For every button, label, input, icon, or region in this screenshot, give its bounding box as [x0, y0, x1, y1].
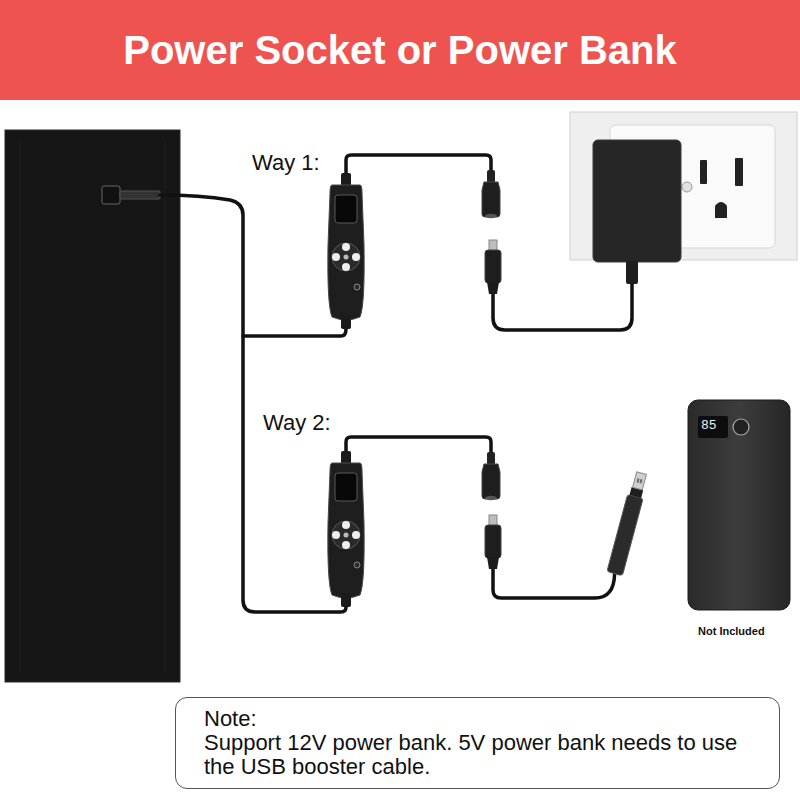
- booster-body: [607, 494, 643, 575]
- title-band: Power Socket or Power Bank: [0, 0, 800, 100]
- mat-plug: [102, 186, 120, 204]
- outlet-screw: [682, 182, 692, 192]
- heating-mat: [5, 130, 180, 682]
- note-tag: Not Included: [698, 625, 765, 638]
- temperature-controller: [328, 173, 364, 329]
- cable: [346, 155, 491, 173]
- strain-relief: [626, 261, 638, 284]
- outlet-slot: [700, 160, 707, 184]
- display-reading: 85: [701, 419, 717, 434]
- power-bank-button: [733, 419, 749, 435]
- cable: [243, 329, 346, 336]
- usb-contact: [637, 478, 640, 482]
- ground-hole: [715, 202, 727, 218]
- female-dc-jack: [482, 452, 500, 500]
- power-bank-display: [698, 416, 728, 438]
- note-box: Note:Support 12V power bank. 5V power ba…: [175, 697, 780, 789]
- way-label: Way 1:: [252, 150, 320, 175]
- usb-plug: [633, 472, 647, 490]
- cable: [493, 569, 615, 598]
- female-dc-jack: [482, 170, 500, 218]
- note-heading: Note:: [204, 707, 762, 731]
- power-adapter: [593, 140, 681, 262]
- cables: [160, 155, 632, 612]
- mat-seam: [20, 140, 21, 672]
- title-banner: [0, 0, 800, 100]
- usb-contact: [639, 479, 642, 483]
- power-bank: [688, 400, 790, 610]
- cable: [493, 284, 632, 330]
- way-label: Way 2:: [263, 410, 331, 435]
- temperature-controller: [328, 451, 364, 607]
- cable: [160, 195, 346, 612]
- male-dc-plug: [485, 515, 501, 569]
- mat-seam: [165, 140, 166, 672]
- outlet-slot: [735, 158, 743, 186]
- male-dc-plug: [485, 240, 501, 294]
- title-text: Power Socket or Power Bank: [123, 28, 677, 73]
- mat-plug-barrel: [120, 191, 160, 199]
- usb-booster-cable: [607, 471, 649, 576]
- note-body: Support 12V power bank. 5V power bank ne…: [204, 731, 762, 779]
- cable: [346, 437, 491, 452]
